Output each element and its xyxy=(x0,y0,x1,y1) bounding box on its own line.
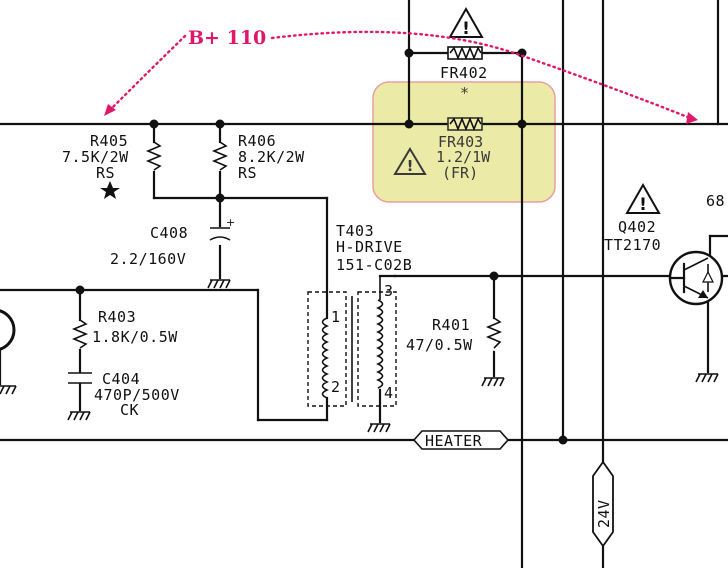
r403-label: R403 xyxy=(98,308,136,326)
r405-resistor xyxy=(145,141,163,171)
r406-type: RS xyxy=(238,164,257,182)
c408-value: 2.2/160V xyxy=(110,250,186,268)
r403-resistor xyxy=(71,319,89,349)
ground-icon xyxy=(0,385,17,395)
t403-pin1: 1 xyxy=(331,308,341,326)
npn-transistor-icon xyxy=(668,250,724,306)
arrowhead-right xyxy=(686,112,698,124)
q402-part: TT2170 xyxy=(604,236,661,254)
r403-value: 1.8K/0.5W xyxy=(92,328,178,346)
r406-resistor xyxy=(211,141,229,171)
supply-24v-label: 24V xyxy=(592,460,614,548)
callout-arrow-right xyxy=(270,30,692,120)
r405-label: R405 xyxy=(90,132,128,150)
c408-label: C408 xyxy=(150,224,188,242)
ground-icon xyxy=(67,411,91,421)
callout-arrow-left xyxy=(108,34,187,112)
t403-part: 151-C02B xyxy=(336,256,412,274)
svg-text:!: ! xyxy=(462,19,470,39)
svg-text:!: ! xyxy=(407,157,414,175)
q402-label: Q402 xyxy=(618,218,656,236)
ground-icon xyxy=(367,423,391,433)
highlight-box xyxy=(372,81,556,203)
r406-label: R406 xyxy=(238,132,276,150)
svg-text:+: + xyxy=(226,216,235,229)
edge-label: 68 xyxy=(706,192,725,210)
c404-value: 470P/500V xyxy=(94,386,180,404)
warning-triangle-icon: ! xyxy=(625,182,661,215)
t403-pin3: 3 xyxy=(384,282,394,300)
r401-value: 47/0.5W xyxy=(406,336,473,354)
svg-text:24V: 24V xyxy=(595,499,613,528)
r406-value: 8.2K/2W xyxy=(238,148,305,166)
r401-label: R401 xyxy=(432,316,470,334)
ground-icon xyxy=(481,377,505,387)
fr403-label: FR403 xyxy=(438,133,483,151)
c408-capacitor: + xyxy=(209,216,235,241)
star-icon xyxy=(100,181,120,199)
fr402-mark: * xyxy=(460,84,469,102)
warning-triangle-icon: ! xyxy=(448,6,484,39)
t403-transformer xyxy=(307,276,397,407)
svg-text:!: ! xyxy=(639,195,647,215)
fr403-type: (FR) xyxy=(442,164,478,182)
ground-icon xyxy=(207,279,231,289)
fr403-value: 1.2/1W xyxy=(436,148,491,166)
fr402-label: FR402 xyxy=(440,64,488,82)
t403-pin2: 2 xyxy=(331,378,341,396)
r405-type: RS xyxy=(96,164,115,182)
t403-pin4: 4 xyxy=(384,384,394,402)
left-circle-component xyxy=(0,309,16,351)
svg-text:HEATER: HEATER xyxy=(425,432,483,450)
fr403-resistor xyxy=(447,116,483,132)
warning-triangle-icon: ! xyxy=(393,147,427,175)
b-plus-callout: B+ 110 xyxy=(188,27,266,49)
r405-value: 7.5K/2W xyxy=(62,148,129,166)
c404-type: CK xyxy=(120,401,139,419)
t403-label: T403 xyxy=(336,222,374,240)
t403-name: H-DRIVE xyxy=(336,238,403,256)
arrowhead-left xyxy=(104,104,116,116)
c404-label: C404 xyxy=(102,370,140,388)
heater-net-label: HEATER xyxy=(412,430,510,450)
r401-resistor xyxy=(485,317,503,349)
c404-capacitor xyxy=(68,372,92,384)
fr402-resistor xyxy=(447,45,483,61)
ground-icon xyxy=(695,373,719,383)
